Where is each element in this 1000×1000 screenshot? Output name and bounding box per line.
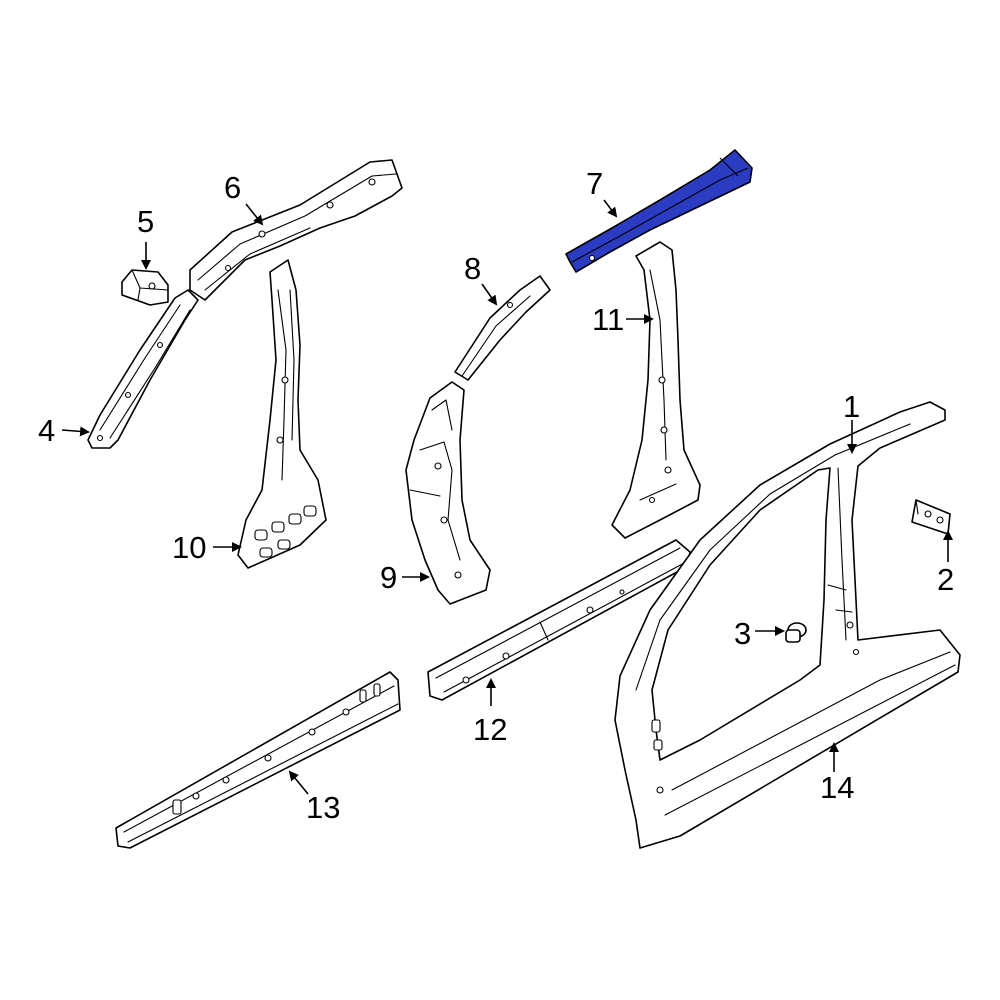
part-13-rocker-inner[interactable] [115, 671, 401, 849]
part-2-plate[interactable] [911, 499, 951, 535]
leader-lines [61, 199, 953, 795]
part-9-b-pillar-inner[interactable] [405, 381, 491, 605]
callout-12: 12 [473, 712, 507, 747]
part-10-b-pillar[interactable] [237, 259, 327, 569]
callout-9: 9 [380, 560, 397, 595]
callout-2: 2 [937, 562, 954, 597]
part-3-clip[interactable] [785, 622, 807, 643]
part-11-b-pillar-inner-upper[interactable] [611, 241, 701, 539]
callout-3: 3 [734, 616, 751, 651]
part-7-roof-rail-reinforcement[interactable] [565, 149, 753, 273]
callout-10: 10 [172, 530, 206, 565]
part-8-roof-rail-segment[interactable] [454, 275, 551, 381]
callout-5: 5 [137, 204, 154, 239]
part-4-a-pillar-reinforcement[interactable] [87, 289, 199, 449]
part-6-roof-rail[interactable] [189, 159, 403, 301]
callout-11: 11 [592, 302, 624, 337]
callout-4: 4 [38, 413, 55, 448]
callout-13: 13 [306, 790, 340, 825]
callout-8: 8 [464, 251, 481, 286]
part-5-bracket[interactable] [121, 269, 169, 306]
callout-6: 6 [224, 170, 241, 205]
callout-7: 7 [586, 166, 603, 201]
callout-1: 1 [843, 389, 860, 424]
callouts: 1 2 3 4 5 6 7 8 9 10 11 12 13 14 [38, 166, 954, 825]
callout-14: 14 [820, 770, 854, 805]
